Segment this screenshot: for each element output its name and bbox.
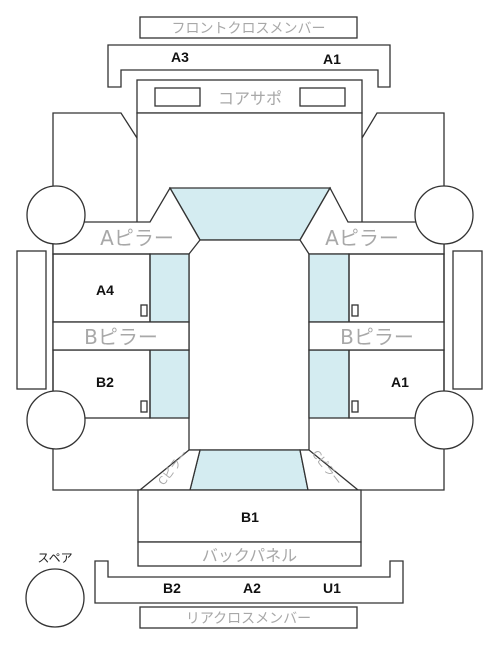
headlight-right: [299, 87, 346, 107]
trunk: [137, 489, 362, 543]
window-front-right: [308, 253, 350, 323]
rear-window: [189, 449, 309, 491]
mirror-left: [16, 250, 47, 390]
core-support-label: コアサポ: [218, 89, 282, 108]
front-bumper: [107, 44, 391, 88]
rear-bumper: [94, 560, 404, 604]
damage-code-door-rear-right: A1: [391, 374, 409, 390]
a-pillar-right-label: Aピラー: [325, 226, 399, 250]
door-handle-rl: [140, 400, 148, 413]
spare-label: スペア: [37, 551, 72, 565]
door-handle-fr: [351, 304, 359, 317]
a-pillar-left-label: Aピラー: [100, 226, 174, 250]
damage-code-door-rear-left: B2: [96, 374, 114, 390]
wheel-front-right: [414, 185, 474, 245]
door-handle-fl: [140, 304, 148, 317]
headlight-left: [154, 87, 201, 107]
front-cross-member-box: [139, 16, 358, 39]
damage-code-front-left: A3: [171, 49, 189, 65]
spare-tire: [25, 568, 85, 628]
window-rear-left: [149, 349, 190, 419]
damage-code-trunk: B1: [241, 509, 259, 525]
rear-cross-member-box: [139, 606, 358, 629]
back-panel: [137, 541, 362, 567]
damage-code-rear-right: U1: [323, 580, 341, 596]
back-panel-label: バックパネル: [202, 546, 297, 565]
door-handle-rr: [351, 400, 359, 413]
damage-code-front-right: A1: [323, 51, 341, 67]
wheel-rear-left: [26, 390, 86, 450]
damage-code-door-front-left: A4: [96, 282, 114, 298]
roof: [188, 239, 310, 451]
window-rear-right: [308, 349, 350, 419]
wheel-rear-right: [414, 390, 474, 450]
damage-code-rear-center: A2: [243, 580, 261, 596]
front-cross-member-label: フロントクロスメンバー: [172, 21, 326, 37]
b-pillar-right-label: Bピラー: [340, 325, 414, 349]
b-pillar-left-label: Bピラー: [84, 325, 158, 349]
mirror-right: [452, 250, 483, 390]
b-pillar-left: [52, 321, 190, 351]
window-front-left: [149, 253, 190, 323]
b-pillar-right: [308, 321, 445, 351]
rear-cross-member-label: リアクロスメンバー: [186, 611, 311, 627]
damage-code-rear-left: B2: [163, 580, 181, 596]
wheel-front-left: [26, 185, 86, 245]
